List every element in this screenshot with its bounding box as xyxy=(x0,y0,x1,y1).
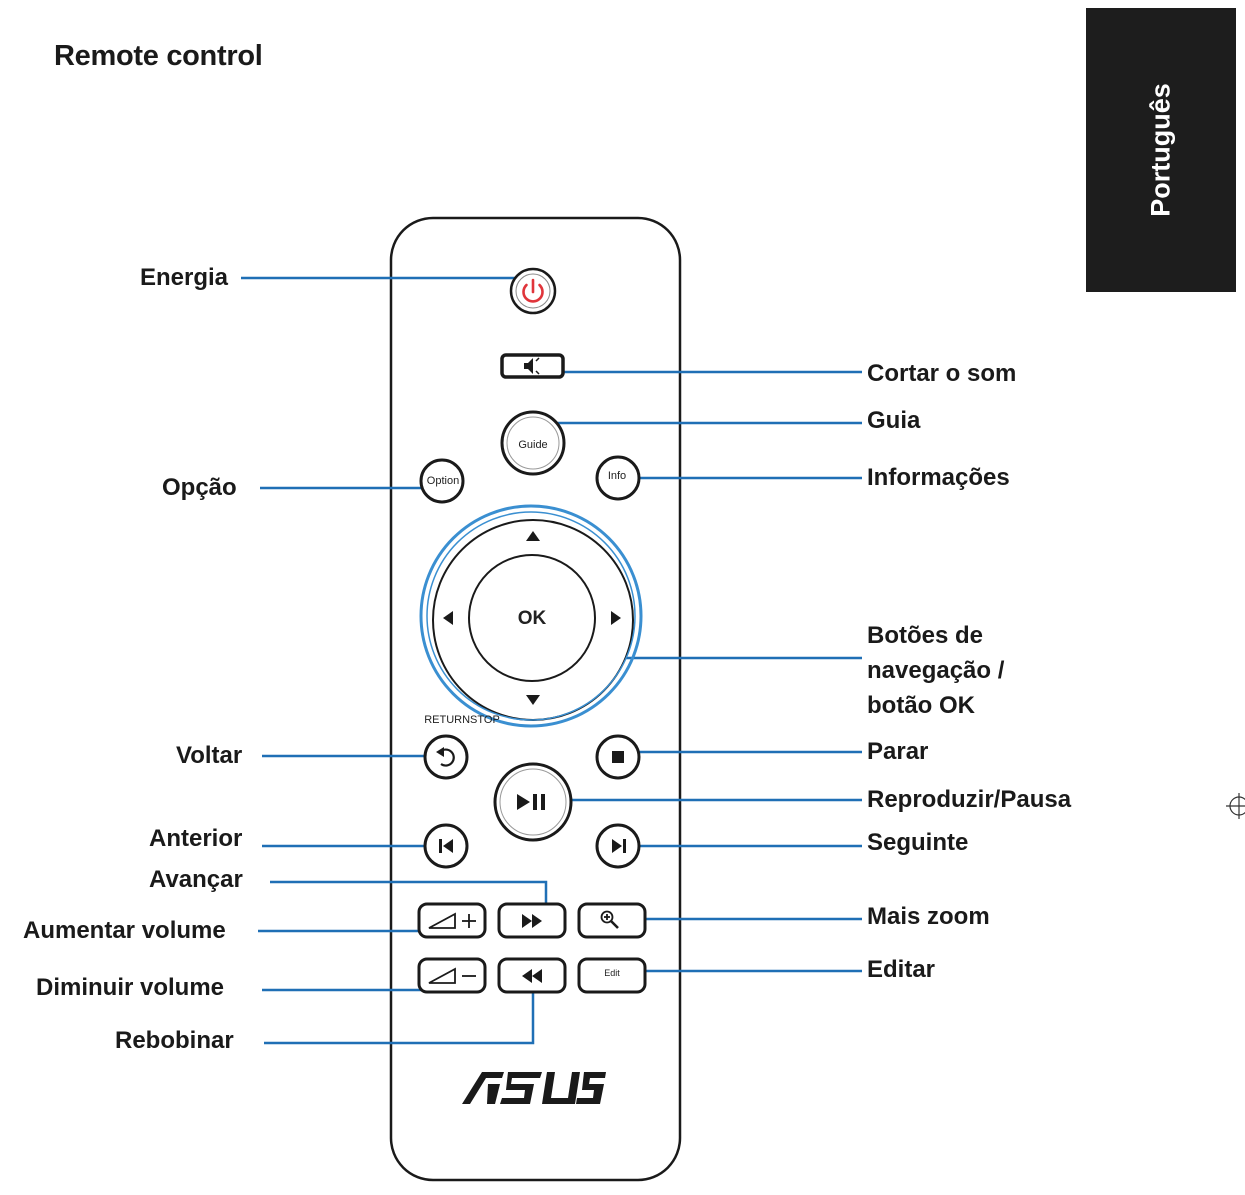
previous-button[interactable] xyxy=(423,823,469,869)
label-play-pause: Reproduzir/Pausa xyxy=(867,786,1072,813)
return-stop-text: RETURNSTOP xyxy=(424,714,500,726)
ok-button[interactable] xyxy=(468,554,596,682)
stop-button[interactable] xyxy=(595,734,641,780)
label-back: Voltar xyxy=(176,742,243,769)
nav-down-arrow-icon xyxy=(526,695,540,705)
label-zoom-in: Mais zoom xyxy=(867,903,990,930)
volume-up-button[interactable] xyxy=(417,902,487,939)
previous-track-icon xyxy=(439,839,453,853)
info-button[interactable] xyxy=(595,455,641,501)
label-volume-down: Diminuir volume xyxy=(36,974,225,1001)
registration-mark-icon xyxy=(1226,793,1245,819)
volume-up-icon xyxy=(428,912,476,929)
label-guide: Guia xyxy=(867,407,921,434)
mute-button[interactable] xyxy=(500,353,565,379)
language-tab: Português xyxy=(1086,8,1236,292)
play-pause-icon xyxy=(517,794,545,810)
label-rewind: Rebobinar xyxy=(115,1027,234,1054)
guide-button-text: Guide xyxy=(518,439,548,451)
zoom-in-icon xyxy=(600,910,619,929)
nav-right-arrow-icon xyxy=(611,611,621,625)
label-option: Opção xyxy=(162,474,237,501)
option-button[interactable] xyxy=(419,458,465,504)
label-edit: Editar xyxy=(867,956,936,983)
power-button[interactable] xyxy=(509,267,557,315)
volume-down-icon xyxy=(428,967,476,984)
play-pause-button[interactable] xyxy=(493,762,573,842)
asus-logo xyxy=(462,1072,606,1104)
rewind-button[interactable] xyxy=(497,957,567,994)
label-navigation: Botões de navegação / botão OK xyxy=(867,622,1005,719)
power-icon xyxy=(522,278,544,303)
volume-down-button[interactable] xyxy=(417,957,487,994)
zoom-in-button[interactable] xyxy=(577,902,647,939)
edit-button[interactable] xyxy=(577,957,647,994)
leader-rewind xyxy=(264,988,535,1045)
page-title: Remote control xyxy=(54,40,263,72)
rewind-icon xyxy=(522,969,542,983)
label-info: Informações xyxy=(867,464,1010,491)
label-next: Seguinte xyxy=(867,829,969,856)
option-button-text: Option xyxy=(426,475,460,487)
label-volume-up: Aumentar volume xyxy=(23,917,226,944)
next-button[interactable] xyxy=(595,823,641,869)
label-power: Energia xyxy=(140,264,229,291)
label-previous: Anterior xyxy=(149,825,243,852)
fast-forward-icon xyxy=(522,914,542,928)
info-button-text: Info xyxy=(607,470,627,482)
fast-forward-button[interactable] xyxy=(497,902,567,939)
stop-icon xyxy=(612,751,624,763)
next-track-icon xyxy=(612,839,626,853)
label-stop: Parar xyxy=(867,738,929,765)
edit-button-text: Edit xyxy=(604,968,620,978)
label-mute: Cortar o som xyxy=(867,360,1017,387)
guide-button[interactable] xyxy=(500,410,566,476)
ok-button-text: OK xyxy=(517,608,547,629)
back-arrow-icon xyxy=(436,747,455,767)
mute-speaker-icon xyxy=(524,357,540,375)
nav-left-arrow-icon xyxy=(443,611,453,625)
nav-up-arrow-icon xyxy=(526,531,540,541)
label-fast-forward: Avançar xyxy=(149,866,243,893)
back-button[interactable] xyxy=(423,734,469,780)
